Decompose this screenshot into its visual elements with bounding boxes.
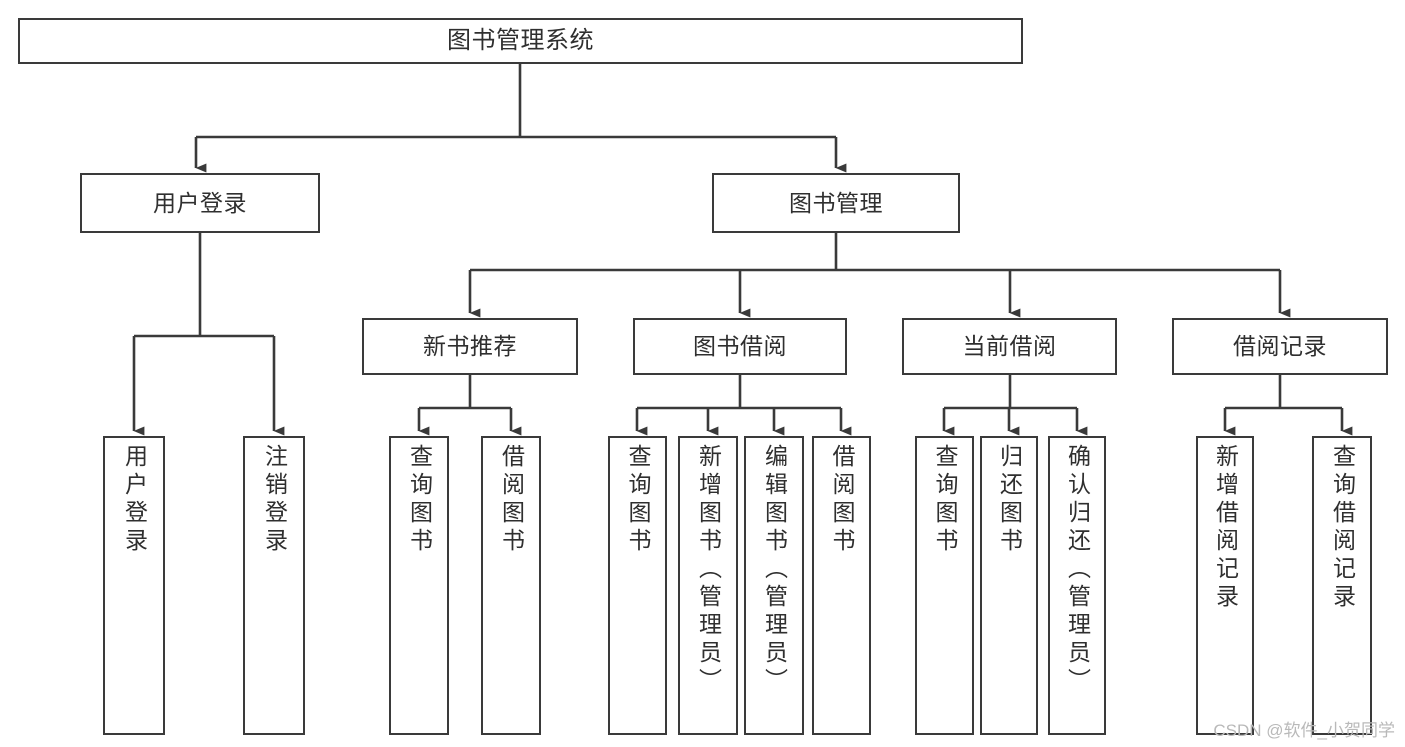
leaf-query-book-recommend[interactable]: 查询图书 (389, 436, 449, 735)
node-borrow-record[interactable]: 借阅记录 (1172, 318, 1388, 375)
node-book-borrow[interactable]: 图书借阅 (633, 318, 847, 375)
node-label: 新增图书（管理员） (695, 444, 722, 696)
node-label: 查询图书 (932, 444, 958, 556)
node-label: 借阅图书 (829, 444, 855, 556)
leaf-add-book-admin[interactable]: 新增图书（管理员） (678, 436, 738, 735)
leaf-logout-login[interactable]: 注销登录 (243, 436, 305, 735)
leaf-query-book-current[interactable]: 查询图书 (915, 436, 974, 735)
node-label: 图书借阅 (693, 333, 787, 360)
node-label: 确认归还（管理员） (1064, 444, 1091, 696)
leaf-borrow-book-borrow[interactable]: 借阅图书 (812, 436, 871, 735)
node-label: 当前借阅 (962, 333, 1057, 360)
leaf-add-borrow-record[interactable]: 新增借阅记录 (1196, 436, 1254, 735)
csdn-watermark: CSDN @软件_小贺同学 (1213, 721, 1395, 740)
node-label: 查询图书 (406, 444, 433, 556)
node-current-borrow[interactable]: 当前借阅 (902, 318, 1117, 375)
node-label: 新增借阅记录 (1212, 444, 1239, 612)
node-book-management[interactable]: 图书管理 (712, 173, 960, 233)
leaf-query-borrow-record[interactable]: 查询借阅记录 (1312, 436, 1372, 735)
leaf-confirm-return-admin[interactable]: 确认归还（管理员） (1048, 436, 1106, 735)
node-root-book-management-system[interactable]: 图书管理系统 (18, 18, 1023, 64)
node-label: 图书管理 (789, 189, 883, 216)
leaf-query-book-borrow[interactable]: 查询图书 (608, 436, 667, 735)
leaf-borrow-book-recommend[interactable]: 借阅图书 (481, 436, 541, 735)
node-label: 用户登录 (153, 189, 247, 216)
node-label: 归还图书 (996, 444, 1023, 556)
leaf-edit-book-admin[interactable]: 编辑图书（管理员） (744, 436, 804, 735)
node-label: 编辑图书（管理员） (761, 444, 788, 696)
node-label: 用户登录 (121, 444, 148, 556)
node-label: 借阅记录 (1233, 333, 1327, 360)
node-label: 查询图书 (625, 444, 651, 556)
leaf-return-book[interactable]: 归还图书 (980, 436, 1038, 735)
leaf-user-login[interactable]: 用户登录 (103, 436, 165, 735)
node-new-book-recommend[interactable]: 新书推荐 (362, 318, 578, 375)
node-label: 借阅图书 (498, 444, 525, 556)
node-user-login[interactable]: 用户登录 (80, 173, 320, 233)
node-label: 注销登录 (261, 444, 288, 556)
node-label: 查询借阅记录 (1329, 444, 1356, 612)
node-label: 新书推荐 (423, 333, 517, 360)
node-label: 图书管理系统 (447, 27, 594, 55)
